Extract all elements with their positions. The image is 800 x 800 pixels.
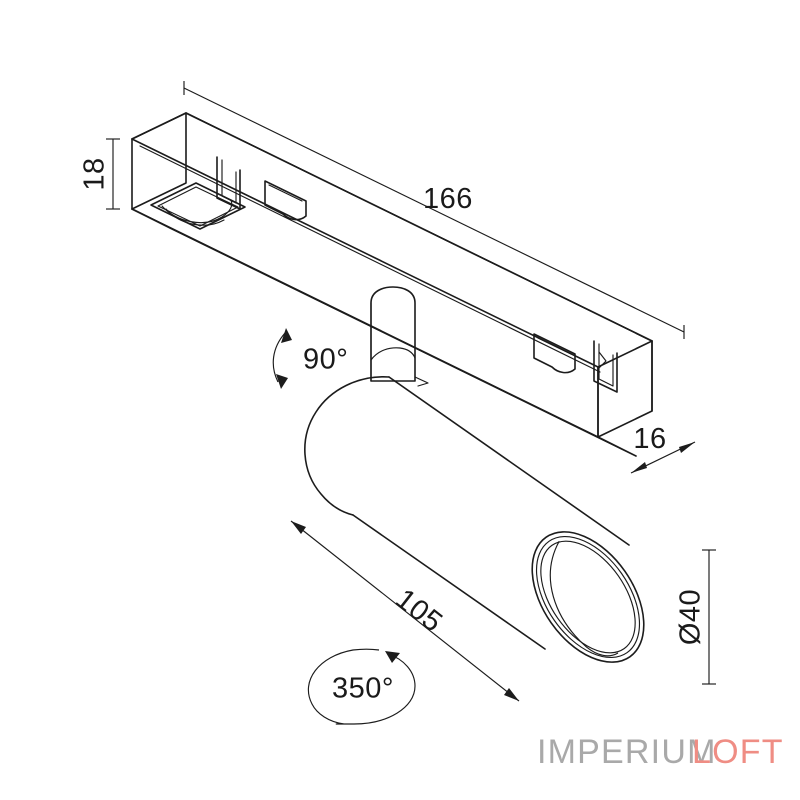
watermark-loft: LOFT (692, 733, 784, 771)
contact-clip-left-inner (221, 159, 237, 204)
annotation-350-degrees: 350° (307, 648, 416, 725)
tilt-arrow-top (281, 328, 292, 343)
dim16-label: 16 (633, 423, 666, 455)
dimension-16: 16 (630, 423, 696, 474)
dimension-166: 166 (183, 81, 685, 339)
watermark: IMPERIUM LOFT (537, 733, 784, 771)
dim105-label: 105 (389, 583, 448, 639)
dim105-arrow-start (291, 521, 306, 534)
port-slot-right-inner (537, 337, 572, 355)
cylinder-front-rings (531, 531, 645, 663)
track-top-rear-edge (185, 112, 653, 342)
front-ring-inner (540, 540, 636, 654)
contact-clip-left-base (216, 197, 241, 210)
front-ring-outer (531, 531, 645, 663)
annotation-90-degrees: 90° (272, 328, 348, 389)
contact-clip-right-outer (593, 340, 618, 393)
track-lens-pocket-inner (157, 186, 239, 227)
watermark-imperium: IMPERIUM (537, 733, 717, 771)
stem-post (370, 286, 416, 382)
dimension-105: 105 (290, 520, 520, 702)
dimension-diameter-40: Ø40 (675, 549, 716, 685)
dim16-arrow-left (631, 462, 647, 473)
dim105-line (290, 520, 520, 702)
port-slot-left (264, 180, 307, 221)
dim16-arrow-right (679, 442, 695, 453)
track-module (131, 112, 653, 457)
tilt-arc (272, 332, 286, 383)
track-lens-reflector-curve-2 (165, 208, 225, 226)
hinge-tab (414, 376, 429, 387)
tilt-label: 90° (303, 344, 348, 376)
spotlight-head (304, 286, 645, 663)
tilt-arrow-bottom (276, 374, 288, 389)
dim166-label: 166 (423, 183, 473, 215)
cylinder-top-edge (388, 376, 630, 546)
pan-arrow (385, 651, 400, 663)
track-bottom-inner-edge (169, 227, 637, 457)
front-ring-mid (535, 535, 641, 659)
pan-label: 350° (332, 673, 394, 705)
dimension-18: 18 (79, 138, 120, 210)
front-bore-arc (549, 541, 619, 657)
port-slot-left-inner (268, 184, 303, 202)
cylinder-back-cap (304, 376, 390, 516)
track-right-end-face (597, 340, 653, 438)
stem-collar-curve (370, 347, 416, 361)
pan-arc (307, 648, 416, 725)
contact-clip-right-inner (598, 343, 614, 387)
dim18-label: 18 (79, 157, 111, 190)
dim166-line (183, 87, 685, 333)
cylinder-bottom-edge (352, 514, 546, 650)
dim105-arrow-end (504, 688, 519, 701)
dim40-label: Ø40 (675, 589, 707, 645)
contact-clip-right-tab (598, 351, 607, 369)
track-top-front-edge (131, 138, 599, 368)
track-top-chamfer-line (139, 145, 601, 373)
track-top-face (131, 112, 653, 342)
port-slot-right (533, 333, 576, 374)
